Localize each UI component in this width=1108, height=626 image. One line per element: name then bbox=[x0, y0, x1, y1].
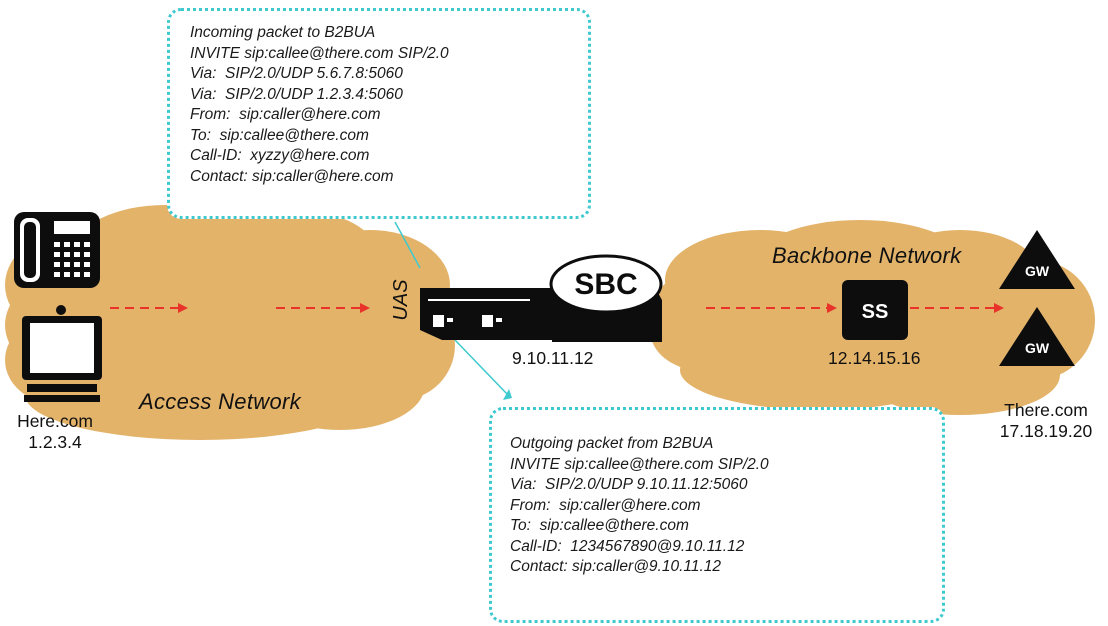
gateway-top-icon bbox=[999, 230, 1075, 289]
outgoing-line: From: sip:caller@here.com bbox=[510, 496, 701, 514]
here-name: Here.com bbox=[17, 411, 93, 431]
incoming-packet-callout: Incoming packet to B2BUA INVITE sip:call… bbox=[167, 8, 591, 219]
there-name: There.com bbox=[1004, 400, 1088, 420]
sbc-device bbox=[420, 254, 663, 342]
outgoing-line: Via: SIP/2.0/UDP 9.10.11.12:5060 bbox=[510, 476, 748, 493]
computer-icon bbox=[22, 305, 102, 402]
there-ip: 17.18.19.20 bbox=[999, 421, 1093, 441]
outgoing-line: Outgoing packet from B2BUA bbox=[510, 435, 714, 452]
incoming-callout-pointer bbox=[394, 221, 421, 269]
outgoing-line: To: sip:callee@there.com bbox=[510, 517, 689, 534]
sbc-label: SBC bbox=[574, 268, 637, 301]
incoming-line: INVITE sip:callee@there.com SIP/2.0 bbox=[190, 44, 449, 62]
outgoing-line: Call-ID: 1234567890@9.10.11.12 bbox=[510, 537, 745, 555]
uas-label: UAS bbox=[390, 279, 412, 321]
here-site-label: Here.com 1.2.3.4 bbox=[10, 411, 100, 453]
incoming-line: Incoming packet to B2BUA bbox=[190, 24, 376, 41]
here-ip: 1.2.3.4 bbox=[28, 432, 82, 452]
ss-ip-label: 12.14.15.16 bbox=[828, 348, 921, 368]
incoming-line: Contact: sip:caller@here.com bbox=[190, 167, 394, 185]
outgoing-line: INVITE sip:callee@there.com SIP/2.0 bbox=[510, 455, 769, 473]
backbone-network-label: Backbone Network bbox=[772, 243, 962, 268]
outgoing-packet-callout: Outgoing packet from B2BUA INVITE sip:ca… bbox=[489, 407, 945, 623]
incoming-line: Call-ID: xyzzy@here.com bbox=[190, 147, 370, 164]
gateway-bottom-icon bbox=[999, 307, 1075, 366]
gateway-top-label: GW bbox=[1025, 263, 1050, 279]
incoming-line: Via: SIP/2.0/UDP 1.2.3.4:5060 bbox=[190, 85, 403, 103]
access-network-label: Access Network bbox=[139, 389, 301, 414]
outgoing-callout-pointer bbox=[454, 339, 509, 396]
incoming-line: Via: SIP/2.0/UDP 5.6.7.8:5060 bbox=[190, 65, 403, 82]
ss-box bbox=[842, 280, 908, 340]
ss-label: SS bbox=[862, 301, 889, 323]
there-site-label: There.com 17.18.19.20 bbox=[990, 400, 1102, 442]
gateway-bottom-label: GW bbox=[1025, 340, 1050, 356]
incoming-line: From: sip:caller@here.com bbox=[190, 106, 381, 123]
outgoing-callout-pointer-head bbox=[503, 389, 512, 400]
desk-phone-icon bbox=[14, 212, 100, 288]
outgoing-line: Contact: sip:caller@9.10.11.12 bbox=[510, 558, 722, 575]
sbc-ip-label: 9.10.11.12 bbox=[512, 348, 594, 368]
incoming-line: To: sip:callee@there.com bbox=[190, 126, 369, 144]
